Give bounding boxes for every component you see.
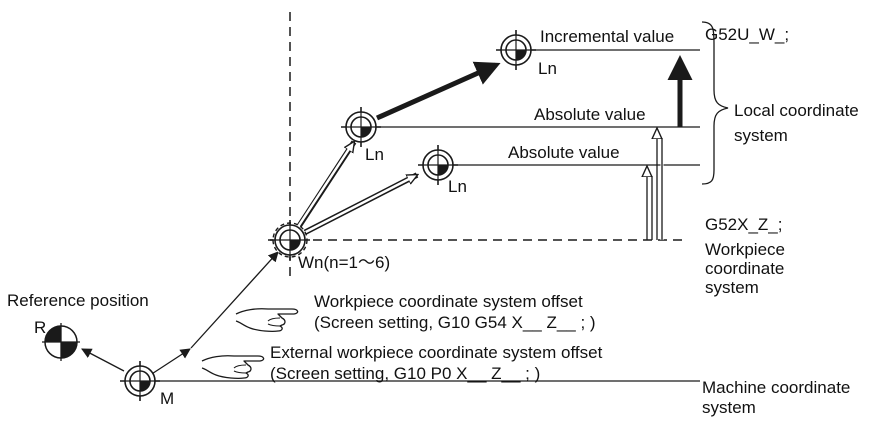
pointing-hand-icon (201, 355, 265, 380)
absolute-value-label-upper: Absolute value (534, 105, 646, 124)
local-system-label-line1: Local coordinate (734, 101, 859, 120)
workpiece-system-label-line3: system (705, 278, 759, 297)
g52x-command-label: G52X_Z_; (705, 215, 783, 234)
machine-origin-symbol (119, 360, 161, 402)
ln-label-top: Ln (538, 59, 557, 78)
machine-system-label-line1: Machine coordinate (702, 378, 850, 397)
pointing-hand-icon (235, 308, 299, 333)
external-to-workpiece-arrow (190, 251, 279, 349)
local-system-brace (701, 21, 729, 185)
local-system-label-line2: system (734, 126, 788, 145)
workpiece-offset-label-line2: (Screen setting, G10 G54 X__ Z__ ; ) (314, 313, 596, 332)
ln-label-bottom: Ln (448, 177, 467, 196)
local-origin-upper-symbol (340, 106, 382, 148)
reference-position-symbol (42, 323, 80, 361)
absolute-diagonal-arrow-upper-inner (290, 148, 351, 237)
r-label: R (34, 318, 46, 337)
g52u-command-label: G52U_W_; (705, 25, 789, 44)
incremental-value-label: Incremental value (540, 27, 674, 46)
workpiece-offset-label-line1: Workpiece coordinate system offset (314, 292, 583, 311)
absolute-value-label-lower: Absolute value (508, 143, 620, 162)
machine-system-label-line2: system (702, 398, 756, 417)
external-offset-label-line1: External workpiece coordinate system off… (270, 343, 603, 362)
workpiece-system-label-line2: coordinate (705, 259, 784, 278)
reference-position-label: Reference position (7, 291, 149, 310)
absolute-diagonal-arrow-lower-inner (293, 177, 410, 240)
m-label: M (160, 389, 174, 408)
workpiece-system-label-line1: Workpiece (705, 240, 785, 259)
wn-label: Wn(n=1～6) (298, 253, 390, 272)
incremental-diagonal-arrow (375, 61, 501, 121)
machine-to-reference-arrow (81, 348, 125, 372)
external-offset-label-line2: (Screen setting, G10 P0 X__ Z__ ; ) (270, 364, 540, 383)
incremental-target-symbol (495, 29, 537, 71)
ln-label-middle: Ln (365, 145, 384, 164)
